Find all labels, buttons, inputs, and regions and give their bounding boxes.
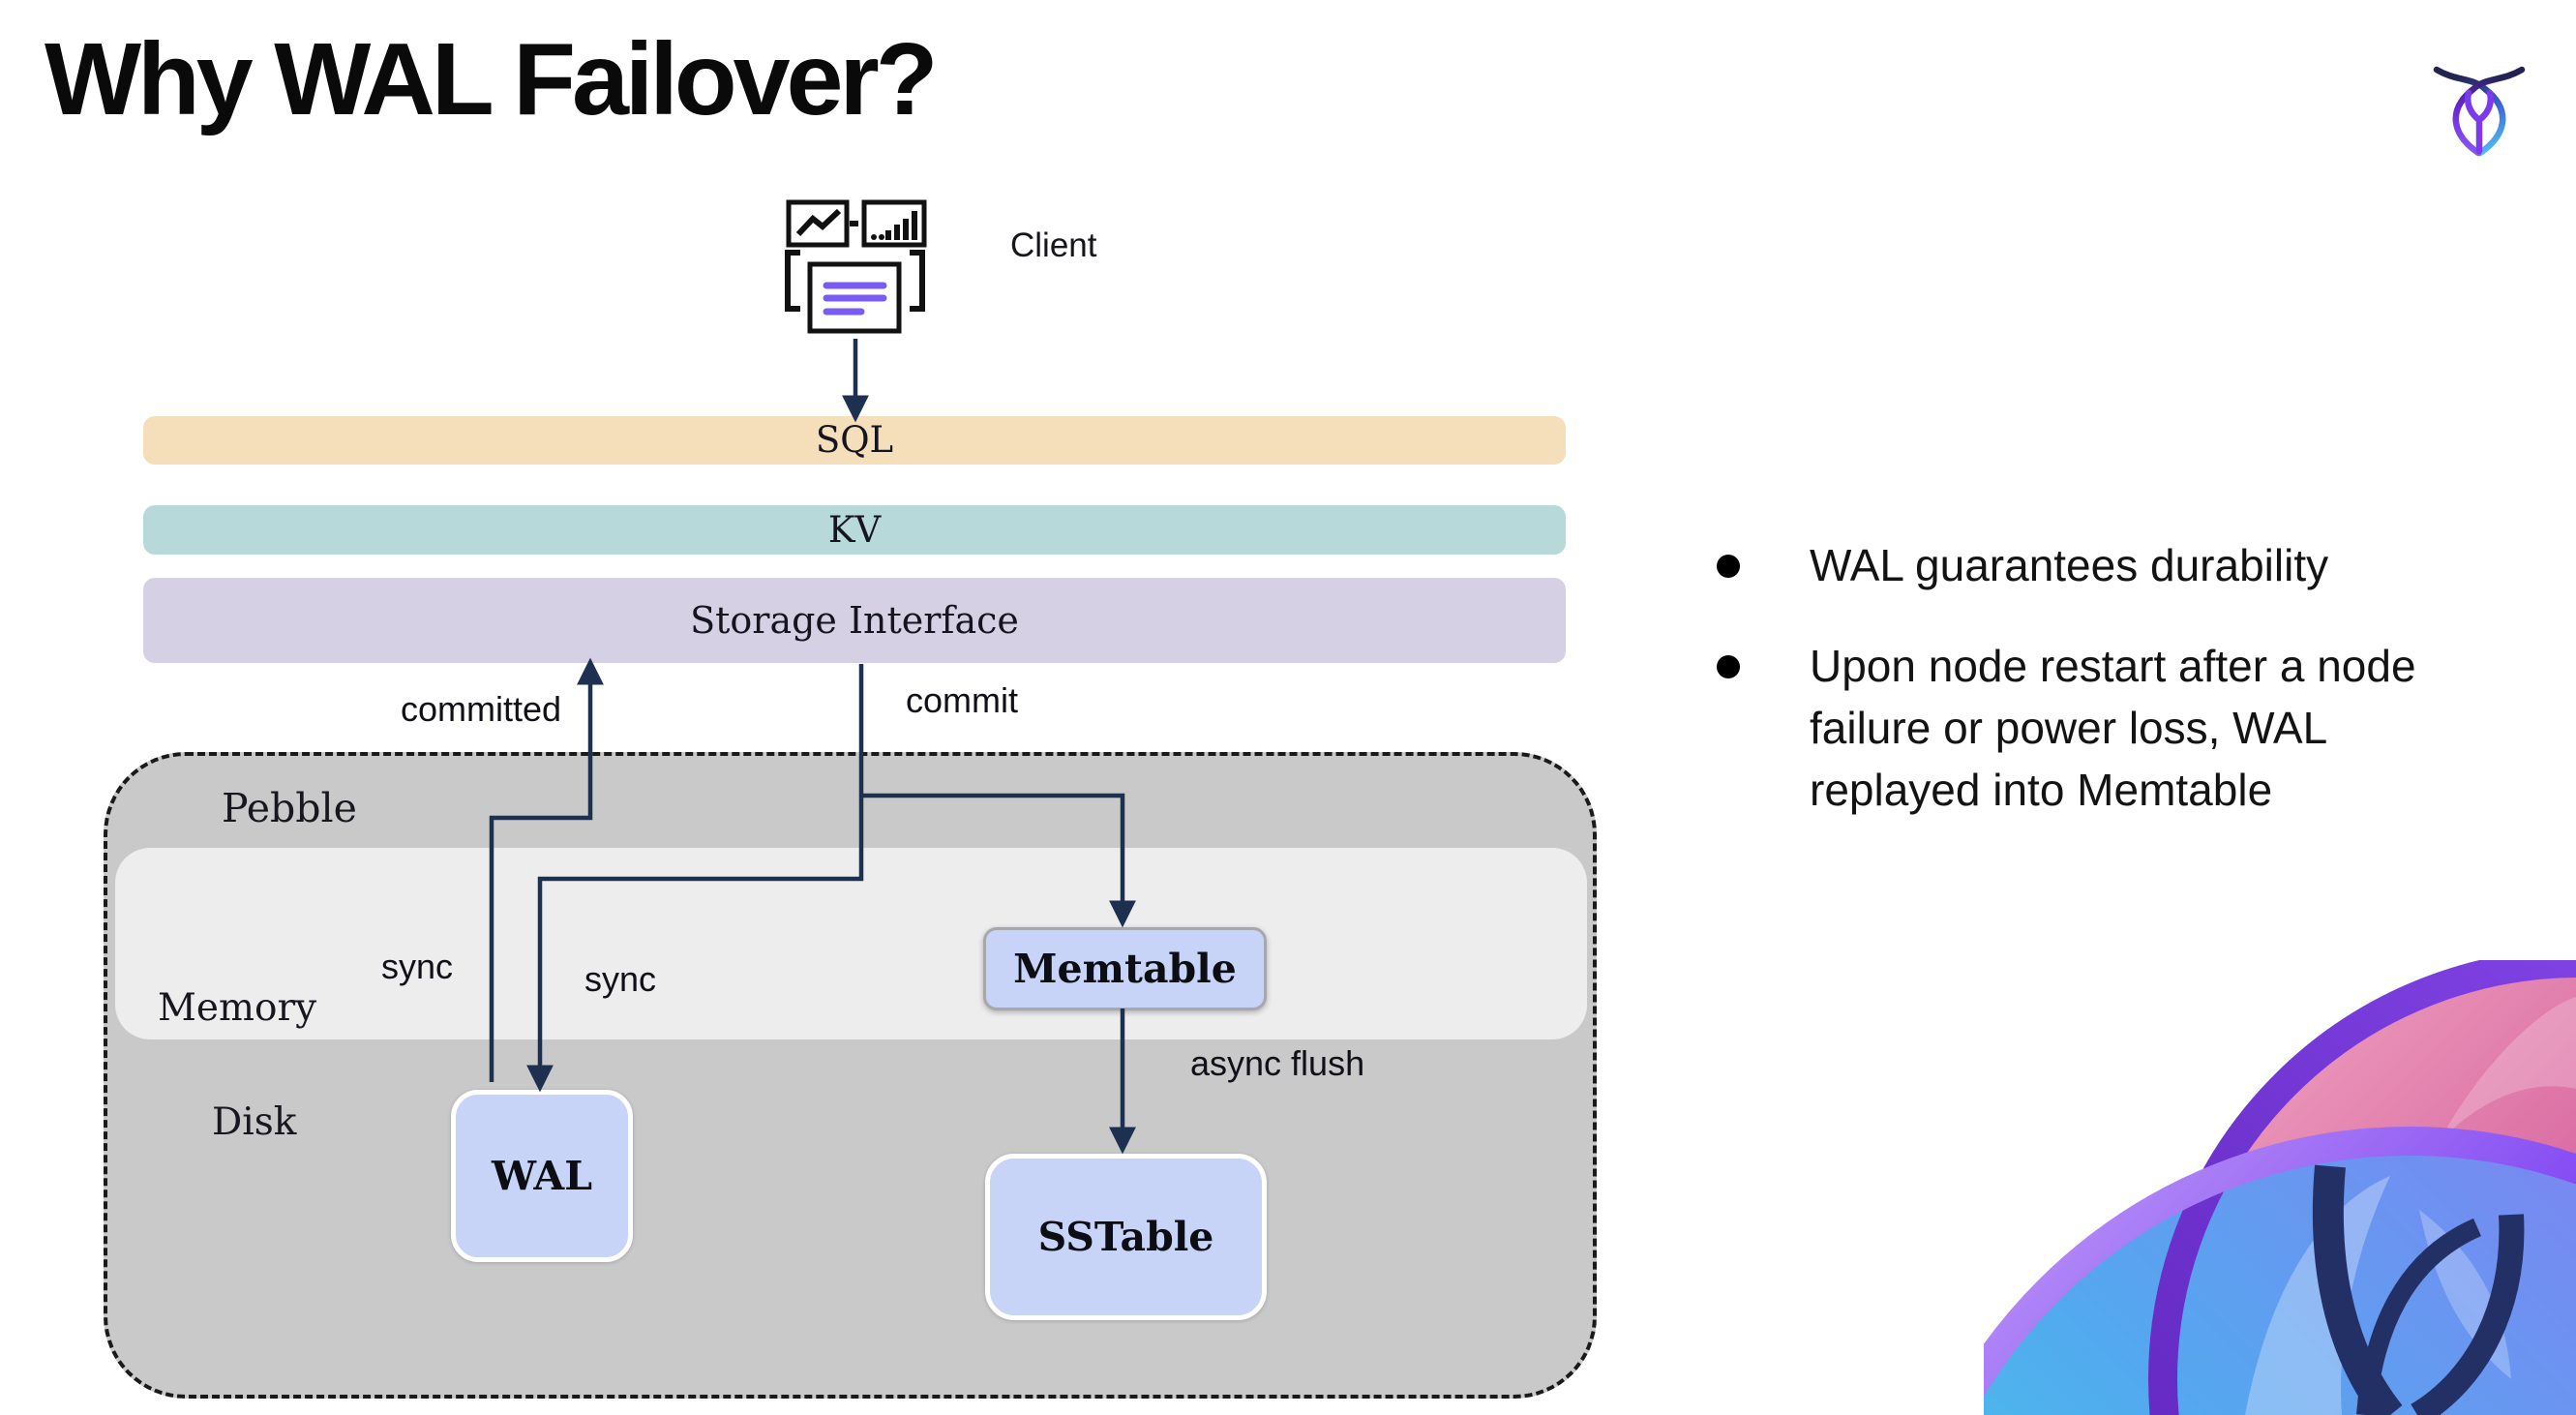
bullet-list: WAL guarantees durability Upon node rest… [1713, 534, 2564, 859]
bullet-text: WAL guarantees durability [1810, 540, 2329, 590]
layer-bar-storage-interface: Storage Interface [143, 578, 1566, 663]
page-title: Why WAL Failover? [45, 22, 938, 136]
memory-zone [115, 848, 1587, 1039]
purple-arc [2148, 960, 2576, 1415]
bullet-dot [1717, 655, 1740, 678]
bullet-dot [1717, 555, 1740, 578]
dark-leaf-motif [2312, 1164, 2525, 1415]
cockroachdb-logo-icon [2433, 66, 2526, 157]
layer-bar-sql: SQL [143, 416, 1566, 465]
disk-label: Disk [212, 1100, 297, 1144]
edge-label-async-flush: async flush [1190, 1043, 1365, 1083]
bullet-item: Upon node restart after a node failure o… [1713, 635, 2468, 821]
edge-label-commit: commit [906, 680, 1018, 720]
memtable-node: Memtable [983, 927, 1267, 1010]
client-label: Client [1010, 226, 1097, 264]
blue-sphere [1984, 1149, 2576, 1415]
wal-node: WAL [451, 1090, 633, 1262]
edge-label-committed: committed [401, 689, 562, 729]
pebble-label: Pebble [222, 785, 357, 831]
edge-label-sync-return: sync [381, 947, 454, 986]
bullet-item: WAL guarantees durability [1713, 534, 2468, 596]
decorative-graphic [1984, 960, 2576, 1415]
client-icon [785, 199, 927, 334]
purple-arc [1984, 1127, 2576, 1398]
bullet-text: Upon node restart after a node failure o… [1810, 641, 2416, 815]
memory-label: Memory [158, 986, 317, 1030]
pebble-container: Pebble Memory Disk WAL Memtable SSTable [104, 752, 1597, 1399]
layer-bar-kv: KV [143, 505, 1566, 555]
sstable-node: SSTable [985, 1154, 1267, 1320]
edge-label-sync-write: sync [584, 959, 657, 999]
